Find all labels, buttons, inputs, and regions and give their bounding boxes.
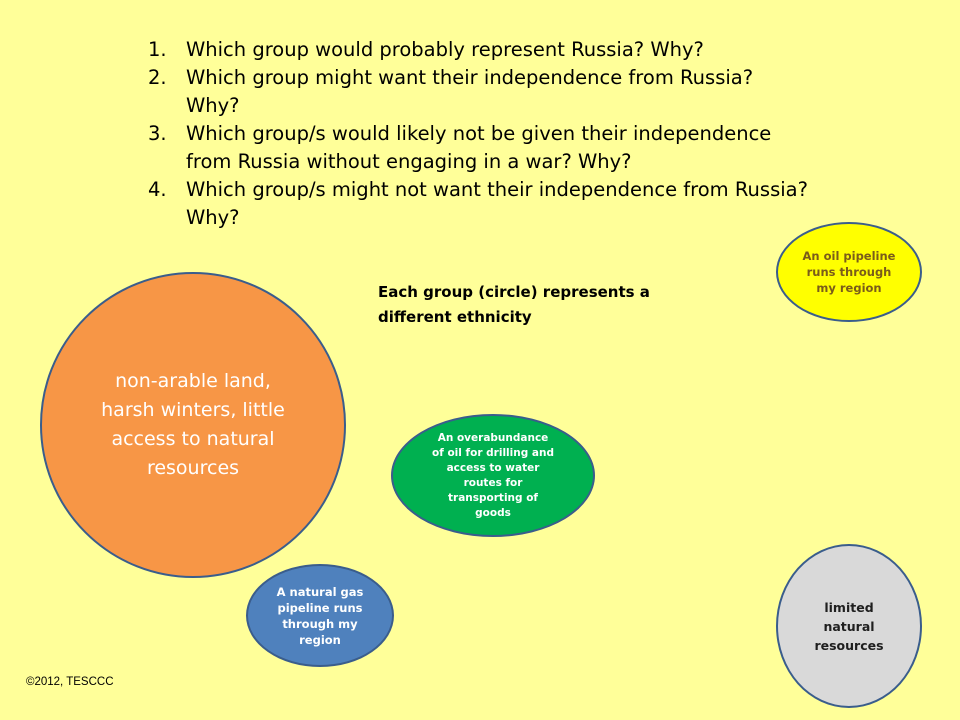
question-text: Which group/s would likely not be given … [186, 122, 772, 173]
group-label-orange: non-arable land, harsh winters, little a… [101, 370, 285, 479]
ethnicity-note: Each group (circle) represents a differe… [378, 283, 650, 326]
group-circle-blue: A natural gas pipeline runs through my r… [246, 564, 394, 667]
question-text: Which group might want their independenc… [186, 66, 754, 117]
group-circle-yellow: An oil pipeline runs through my region [776, 222, 922, 322]
question-number: 4. [148, 178, 167, 201]
group-circle-gray: limited natural resources [776, 544, 922, 708]
group-label-green: An overabundance of oil for drilling and… [432, 431, 554, 519]
question-number: 3. [148, 122, 167, 145]
question-item: 2. Which group might want their independ… [148, 64, 808, 120]
question-text: Which group would probably represent Rus… [186, 38, 704, 61]
question-item: 1. Which group would probably represent … [148, 36, 808, 64]
question-item: 3. Which group/s would likely not be giv… [148, 120, 808, 176]
question-number: 2. [148, 66, 167, 89]
question-item: 4. Which group/s might not want their in… [148, 176, 808, 232]
group-label-gray: limited natural resources [814, 599, 884, 653]
group-label-blue: A natural gas pipeline runs through my r… [276, 584, 364, 647]
group-circle-orange: non-arable land, harsh winters, little a… [40, 272, 346, 578]
question-number: 1. [148, 38, 167, 61]
question-text: Which group/s might not want their indep… [186, 178, 808, 229]
copyright-notice: ©2012, TESCCC [26, 676, 114, 688]
question-list: 1. Which group would probably represent … [148, 36, 808, 232]
group-circle-green: An overabundance of oil for drilling and… [391, 414, 595, 537]
group-label-yellow: An oil pipeline runs through my region [802, 249, 896, 295]
